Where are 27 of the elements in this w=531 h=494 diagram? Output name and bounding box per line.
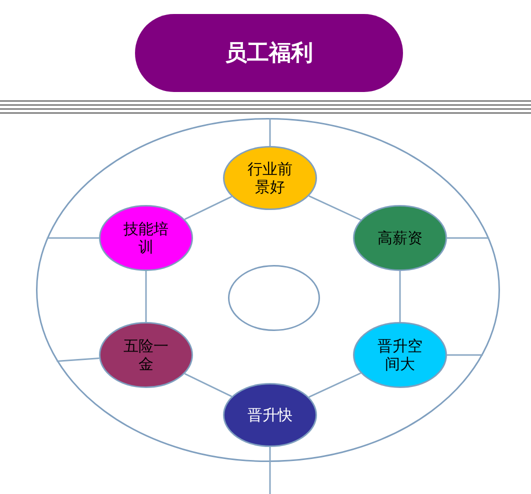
connector-line [308,195,362,221]
outer-ellipse [36,118,500,462]
benefit-label: 行业前景好 [246,160,294,196]
connector-line [46,237,99,239]
empty-ellipse [228,265,320,331]
connector-line [184,373,232,398]
benefit-ellipse [353,205,447,271]
connector-line [269,447,271,462]
benefit-label: 五险一金 [122,337,170,373]
connector-line [184,196,232,220]
benefit-ellipse [223,146,317,210]
benefit-ellipse [353,322,447,388]
benefit-label: 晋升空间大 [376,337,424,373]
benefit-label: 高薪资 [376,229,424,247]
connector-line [399,271,401,322]
benefit-ellipse [99,205,193,271]
connector-line [56,358,100,362]
benefit-label: 晋升快 [246,406,294,424]
benefit-ellipse [99,322,193,388]
benefit-label: 技能培训 [122,220,170,256]
benefit-ellipse [223,383,317,447]
title-banner: 员工福利 [135,14,403,92]
connector-line [447,354,483,356]
connector-line [447,237,490,239]
connector-line [145,271,147,322]
connector-line [269,118,271,146]
connector-line [308,372,362,398]
